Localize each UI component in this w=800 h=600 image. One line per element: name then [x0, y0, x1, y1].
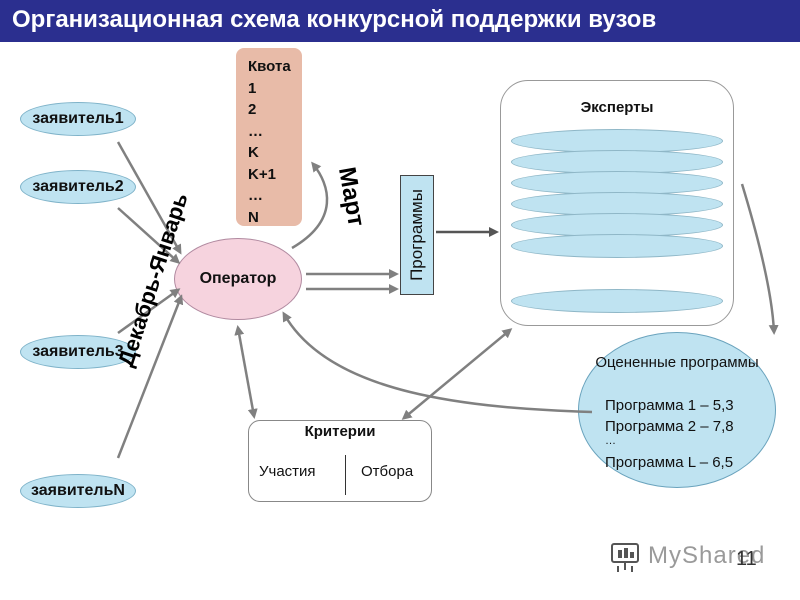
criteria-box: Критерии Участия Отбора [248, 420, 432, 502]
evaluated-title: Оцененные программы [595, 354, 759, 371]
page-number: 11 [736, 548, 757, 570]
expert-disc [511, 192, 723, 216]
quota-line: … [248, 187, 263, 204]
criteria-participation: Участия [259, 463, 316, 480]
evaluated-item: … [605, 435, 616, 447]
arrow-applicantN-operator [116, 294, 184, 459]
experts-panel: Эксперты [500, 80, 734, 326]
arrow-operator-criteria [234, 325, 258, 419]
page-title: Организационная схема конкурсной поддерж… [12, 6, 657, 33]
quota-line: K [248, 144, 259, 161]
arrow-applicant2-operator [117, 207, 181, 265]
evaluated-item: Программа 1 – 5,3 [605, 397, 734, 414]
arrow-criteria-experts [401, 328, 513, 420]
quota-box: Квота 1 2 … K K+1 … N [236, 48, 302, 226]
quota-line: N [248, 208, 259, 226]
evaluated-item: Программа L – 6,5 [605, 454, 734, 471]
criteria-title: Критерии [304, 423, 376, 440]
criteria-selection: Отбора [361, 463, 414, 480]
applicant-2-node: заявитель2 [20, 170, 136, 204]
period-dec-jan-label: Декабрь-Январь [113, 190, 193, 370]
watermark-text: MyShared [648, 542, 766, 569]
title-bar: Организационная схема конкурсной поддерж… [0, 0, 800, 42]
applicant-3-node: заявитель3 [20, 335, 136, 369]
quota-line: 2 [248, 101, 257, 118]
expert-disc [511, 289, 723, 313]
criteria-divider [345, 455, 346, 495]
experts-title: Эксперты [580, 99, 654, 116]
expert-disc [511, 234, 723, 258]
period-march-label: Март [333, 165, 370, 229]
evaluated-programs-node: Оцененные программы Программа 1 – 5,3 Пр… [578, 332, 776, 488]
arrow-evaluated-operator [282, 311, 593, 414]
quota-line: Квота [248, 58, 291, 75]
arrow-experts-evaluated [740, 183, 779, 335]
operator-node: Оператор [174, 238, 302, 320]
applicant-n-node: заявительN [20, 474, 136, 508]
applicant-1-node: заявитель1 [20, 102, 136, 136]
quota-line: … [248, 122, 263, 140]
evaluated-item: Программа 2 – 7,8 [605, 418, 734, 435]
arrow-applicant3-operator [117, 288, 181, 335]
presentation-icon [611, 543, 639, 572]
watermark-logo: MyShared [608, 538, 766, 574]
quota-line: 1 [248, 79, 257, 97]
arrow-operator-quota [291, 161, 329, 250]
quota-line: K+1 [248, 165, 276, 183]
arrow-applicant1-operator [116, 141, 182, 255]
programs-box: Программы [400, 175, 434, 295]
